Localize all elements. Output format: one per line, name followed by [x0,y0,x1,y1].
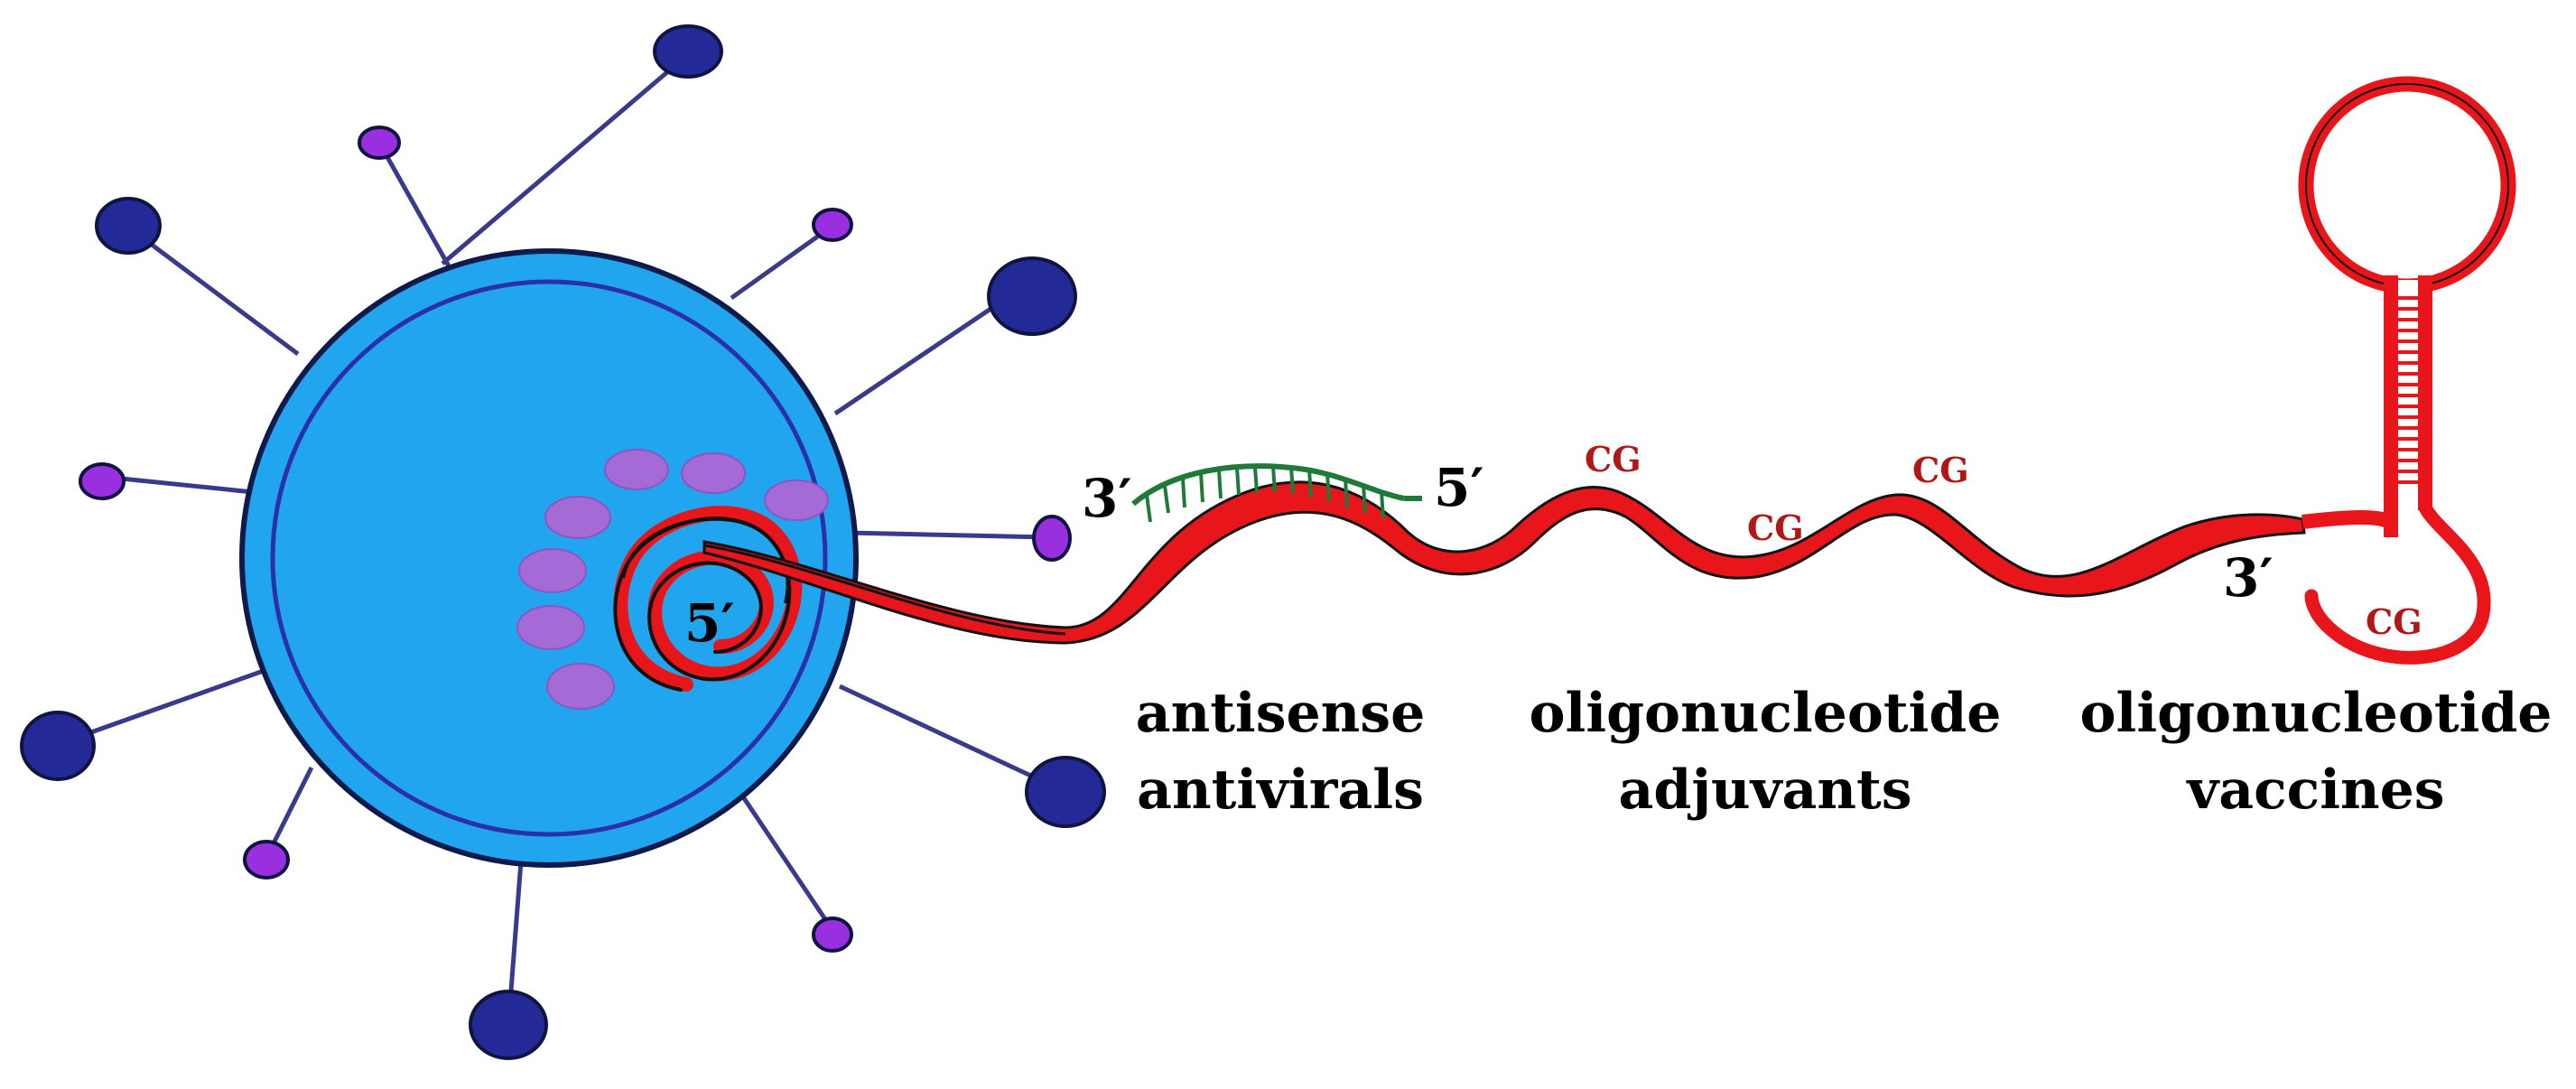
category-captions: antisense antivirals oligonucleotide adj… [1136,682,2553,822]
spike-head-large [1025,756,1106,828]
caption-vaccines-line2: vaccines [2185,759,2444,822]
spike-head-large [469,990,548,1060]
five-prime-antisense-label: 5′ [1434,457,1484,518]
virus-spike-heads [20,24,1106,1060]
three-prime-antisense-label: 3′ [1082,468,1132,529]
cg-motif-2: CG [1747,507,1804,548]
caption-antisense-line1: antisense [1136,682,1426,745]
spike-head-large [20,711,96,781]
spike-head-small [1032,515,1072,562]
spike-head-large [95,197,162,255]
capsomeres [516,449,829,710]
spike-head-large [987,256,1077,336]
caption-vaccines-line1: oligonucleotide [2080,682,2553,745]
spike-head-small [243,840,290,880]
hairpin-tail [2304,500,2491,665]
hairpin-loop [2298,76,2516,665]
hairpin-loop-circle [2298,76,2516,294]
hairpin-base-pairs [2398,296,2418,484]
cg-motif-3: CG [1912,450,1969,490]
spike-head-large [653,24,723,79]
three-prime-hairpin-label: 3′ [2223,547,2274,609]
spike-head-small [812,208,853,242]
cg-motif-labels: CG CG CG CG [1585,439,2423,642]
strand-ribbon [702,480,2306,645]
cg-motif-1: CG [1585,439,1641,479]
caption-adjuvants-line2: adjuvants [1618,759,1911,822]
virion-inner-ring [270,279,828,837]
caption-antisense-line2: antivirals [1137,759,1424,822]
spike-head-small [358,126,401,160]
caption-adjuvants-line1: oligonucleotide [1530,682,2002,745]
five-prime-core-label: 5′ [684,592,735,654]
antisense-strand [1131,463,1422,523]
virus-spike-stems [62,54,1054,1003]
oligonucleotide-strand [702,480,2306,645]
virion [239,248,859,868]
spike-head-small [812,917,853,953]
spike-head-small [79,462,126,500]
cg-motif-hairpin: CG [2366,601,2423,642]
strand-end-labels: 5′ 3′ 5′ 3′ [684,457,2274,654]
